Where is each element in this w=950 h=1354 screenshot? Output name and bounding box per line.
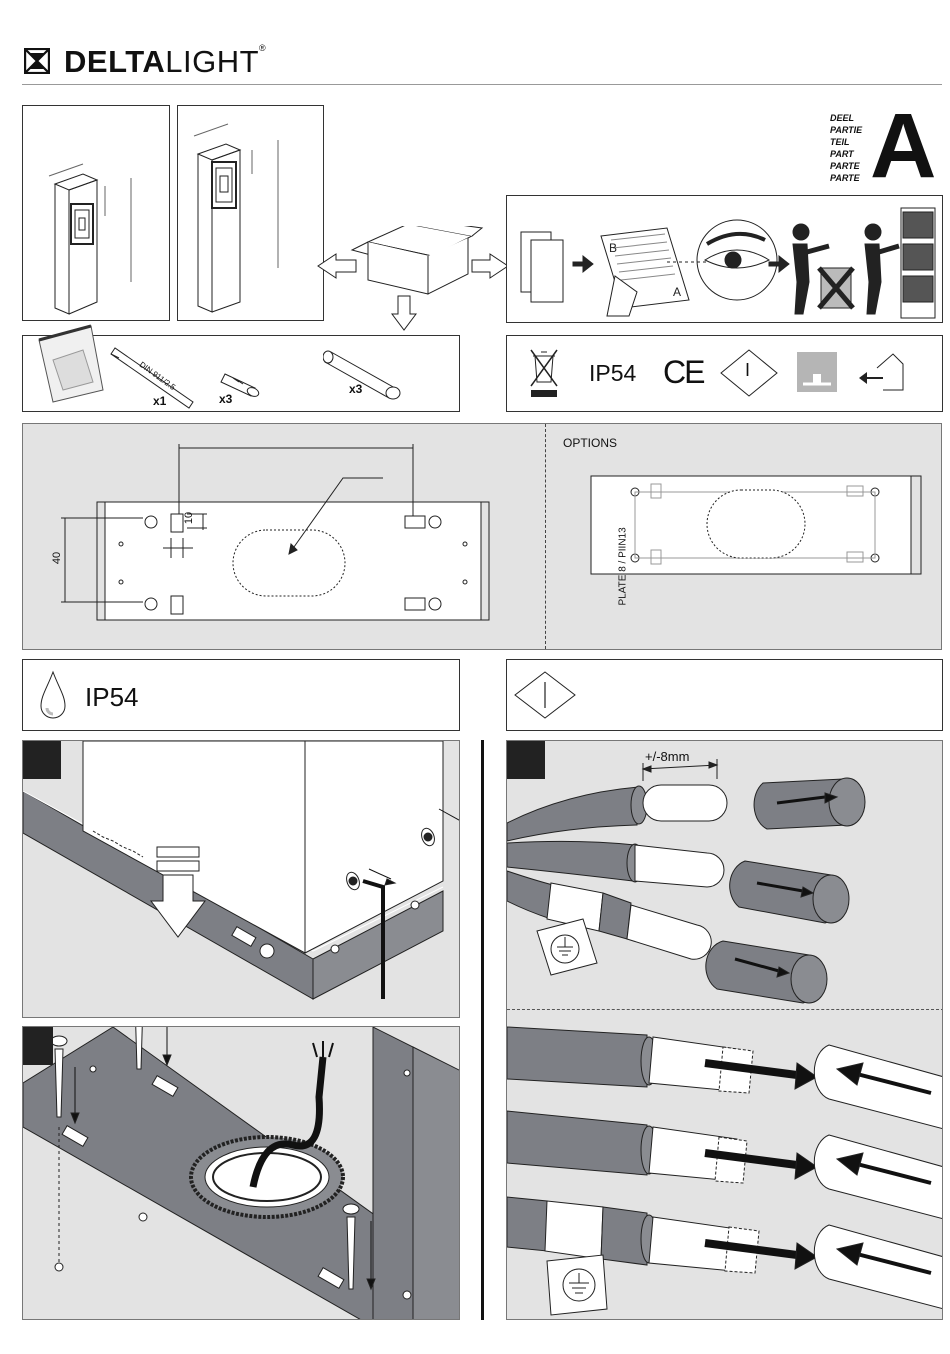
ce-mark: CE — [663, 354, 703, 391]
step-2-panel — [22, 1026, 460, 1320]
base-plate-drawing — [53, 438, 533, 638]
part-word: PARTE — [830, 160, 862, 172]
step-1-panel — [22, 740, 460, 1018]
part-label: DEEL PARTIE TEIL PART PARTE PARTE A — [830, 112, 942, 184]
weee-bin-icon — [527, 348, 561, 400]
part-word: PARTIE — [830, 124, 862, 136]
part-word: DEEL — [830, 112, 862, 124]
dimension-10: 10 — [183, 512, 195, 524]
mounting-plate-panel: 40 10 OPTIONS PLATE 8 / PIIN13 — [22, 423, 942, 650]
step-1-badge — [23, 741, 61, 779]
option-plate-drawing — [589, 474, 925, 578]
step-column-divider — [481, 740, 484, 1320]
tall-bollard-illustration — [178, 106, 323, 320]
product-short-panel — [22, 105, 170, 321]
step-1-illustration — [23, 741, 460, 1018]
read-instructions-illustration: B A — [507, 196, 942, 322]
class-one-label: I — [745, 360, 750, 381]
certification-symbols-panel: IP54 CE I — [506, 335, 943, 412]
water-drop-icon — [39, 670, 67, 720]
options-divider — [545, 424, 546, 649]
bag-icon — [33, 320, 113, 410]
wire-insert-illustration — [507, 1011, 943, 1320]
brand-bold: DELTA — [64, 44, 165, 79]
delta-logo-icon — [24, 48, 50, 74]
ip-rating-text: IP54 — [85, 682, 139, 713]
part-letter: A — [870, 100, 936, 192]
part-word: PARTE — [830, 172, 862, 184]
brand-light: LIGHT — [165, 44, 259, 79]
class-one-box-diamond-icon — [513, 670, 577, 720]
hex-key-quantity: x1 — [153, 394, 166, 408]
tube-icon — [323, 338, 413, 402]
registered-mark: ® — [259, 43, 266, 53]
step-3-badge — [507, 741, 545, 779]
wiring-divider — [507, 1009, 943, 1010]
class-one-panel — [506, 659, 943, 731]
part-word: PART — [830, 148, 862, 160]
svg-text:A: A — [673, 285, 681, 299]
strip-length-label: +/-8mm — [645, 749, 689, 764]
part-word: TEIL — [830, 136, 862, 148]
step-2-illustration — [23, 1027, 460, 1320]
dimension-40: 40 — [51, 552, 63, 564]
sleeve-quantity: x3 — [219, 392, 232, 406]
ip-rating-panel: IP54 — [22, 659, 460, 731]
svg-text:B: B — [609, 241, 617, 255]
tube-quantity: x3 — [349, 382, 362, 396]
step-2-badge — [23, 1027, 53, 1065]
surface-mount-icon — [797, 352, 837, 392]
short-bollard-illustration — [23, 106, 169, 320]
outdoor-use-house-icon — [857, 348, 905, 396]
step-3-panel: +/-8mm — [506, 740, 943, 1320]
ip-rating-symbol: IP54 — [589, 360, 636, 387]
read-instructions-panel: B A — [506, 195, 943, 323]
product-tall-panel — [177, 105, 324, 321]
wire-strip-illustration — [507, 741, 943, 1009]
package-contents-panel: DIN 911/2.5 x1 x3 x3 — [22, 335, 460, 412]
packaging-box-illustration — [312, 226, 512, 336]
option-plate-label: PLATE 8 / PIIN13 — [618, 446, 629, 606]
header-divider — [22, 84, 942, 85]
options-title: OPTIONS — [563, 436, 617, 450]
